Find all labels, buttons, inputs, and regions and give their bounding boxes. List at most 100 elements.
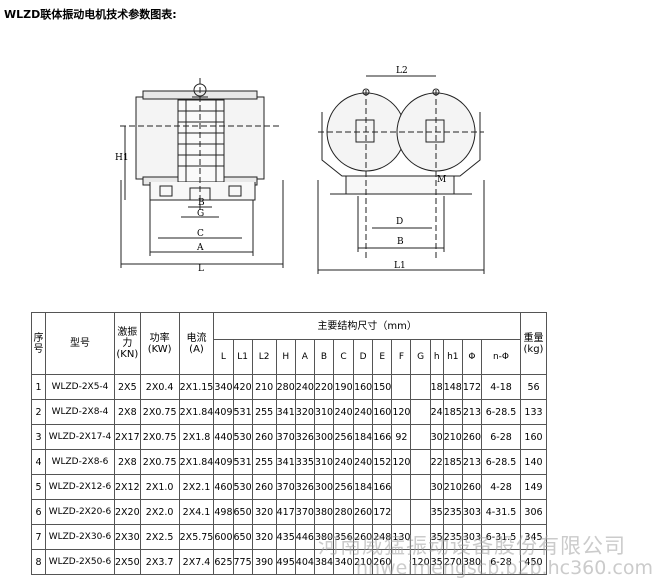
table-cell: 390 xyxy=(251,549,277,575)
table-cell: 320 xyxy=(251,524,277,550)
table-cell: 2X1.84 xyxy=(178,449,215,475)
table-cell: 2X1.84 xyxy=(178,399,215,425)
table-cell: 210 xyxy=(442,474,463,500)
table-cell: 530 xyxy=(232,424,253,450)
table-cell xyxy=(410,449,431,475)
table-cell: 213 xyxy=(461,449,483,475)
table-cell: 133 xyxy=(520,399,547,425)
table-cell: 341 xyxy=(275,449,296,475)
table-cell: 335 xyxy=(294,449,315,475)
table-cell: 498 xyxy=(213,499,234,525)
header-dim: h xyxy=(429,339,444,375)
table-cell: WLZD-2X12-6 xyxy=(45,474,115,500)
table-cell: 256 xyxy=(333,424,355,450)
table-cell: 30 xyxy=(429,424,444,450)
table-cell: 310 xyxy=(313,449,335,475)
header-current: 电流(A) xyxy=(178,312,215,375)
table-cell: 149 xyxy=(520,474,547,500)
table-cell: 210 xyxy=(442,424,463,450)
table-cell: 280 xyxy=(333,499,355,525)
header-dim: Φ xyxy=(461,339,483,375)
table-cell: 184 xyxy=(353,474,374,500)
table-cell: 341 xyxy=(275,399,296,425)
table-cell: 260 xyxy=(353,524,374,550)
table-cell: 380 xyxy=(313,524,335,550)
table-cell: 255 xyxy=(251,399,277,425)
table-cell: 160 xyxy=(353,374,374,400)
table-cell: 8 xyxy=(31,549,46,575)
header-dims-group: 主要结构尺寸（mm） xyxy=(213,312,521,340)
table-cell: 5 xyxy=(31,474,46,500)
table-cell: 2X8 xyxy=(114,399,141,425)
table-cell: 120 xyxy=(391,449,412,475)
table-cell: 417 xyxy=(275,499,296,525)
table-cell: 2X2.0 xyxy=(139,499,180,525)
table-cell xyxy=(391,499,412,525)
table-cell: 260 xyxy=(372,549,393,575)
table-cell: 152 xyxy=(372,449,393,475)
table-cell: 320 xyxy=(251,499,277,525)
table-cell: 370 xyxy=(275,424,296,450)
dim-label: L xyxy=(198,264,204,274)
dim-label: C xyxy=(197,229,204,239)
table-cell: 435 xyxy=(275,524,296,550)
table-cell: 280 xyxy=(275,374,296,400)
table-cell: 600 xyxy=(213,524,234,550)
header-dim: H xyxy=(275,339,296,375)
table-cell: 2X2.1 xyxy=(178,474,215,500)
table-cell: 450 xyxy=(520,549,547,575)
table-cell: 172 xyxy=(461,374,483,400)
table-cell: 300 xyxy=(313,424,335,450)
header-weight-label: 重量 xyxy=(523,332,544,344)
table-cell: 240 xyxy=(333,449,355,475)
table-cell: WLZD-2X50-6 xyxy=(45,549,115,575)
header-weight: 重量(kg) xyxy=(520,312,547,375)
dim-label: A xyxy=(196,243,204,253)
table-cell: 120 xyxy=(410,549,431,575)
table-cell: 190 xyxy=(333,374,355,400)
table-cell: 409 xyxy=(213,399,234,425)
table-cell: 240 xyxy=(333,399,355,425)
table-cell: 150 xyxy=(372,374,393,400)
table-cell: 409 xyxy=(213,449,234,475)
header-dim: F xyxy=(391,339,412,375)
table-cell: 35 xyxy=(429,499,444,525)
table-cell: 92 xyxy=(391,424,412,450)
table-cell: 140 xyxy=(520,449,547,475)
header-current-unit: (A) xyxy=(189,343,204,355)
table-cell: 531 xyxy=(232,449,253,475)
table-subheader-row: L L1 L2 H A B C D E F G h h1 Φ n-Φ xyxy=(32,339,547,375)
table-cell: 3 xyxy=(31,424,46,450)
table-cell: 35 xyxy=(429,524,444,550)
table-cell: WLZD-2X17-4 xyxy=(45,424,115,450)
table-cell: 2X0.75 xyxy=(139,399,180,425)
table-cell: WLZD-2X8-4 xyxy=(45,399,115,425)
dim-label: B xyxy=(397,237,404,247)
table-cell: 2X17 xyxy=(114,424,141,450)
table-cell: 4-31.5 xyxy=(481,499,521,525)
table-cell: 6-28.5 xyxy=(481,399,521,425)
table-cell: 220 xyxy=(313,374,335,400)
table-cell: 6-28 xyxy=(481,549,521,575)
header-power-label: 功率 xyxy=(149,332,170,344)
table-cell: 213 xyxy=(461,399,483,425)
table-cell: 460 xyxy=(213,474,234,500)
table-cell: 2X1.0 xyxy=(139,474,180,500)
header-force: 激振力(KN) xyxy=(114,312,141,375)
watermark-url: hnweimengscb.b2b.hc360.com xyxy=(356,557,653,579)
header-dim: h1 xyxy=(442,339,463,375)
table-cell: 270 xyxy=(442,549,463,575)
table-cell: 166 xyxy=(372,474,393,500)
table-cell: 2X0.75 xyxy=(139,449,180,475)
table-cell: 404 xyxy=(294,549,315,575)
table-cell: 4-18 xyxy=(481,374,521,400)
dim-label: B xyxy=(198,198,205,208)
table-cell: 303 xyxy=(461,524,483,550)
table-cell: 56 xyxy=(520,374,547,400)
table-cell: 2X5.75 xyxy=(178,524,215,550)
table-cell xyxy=(410,474,431,500)
